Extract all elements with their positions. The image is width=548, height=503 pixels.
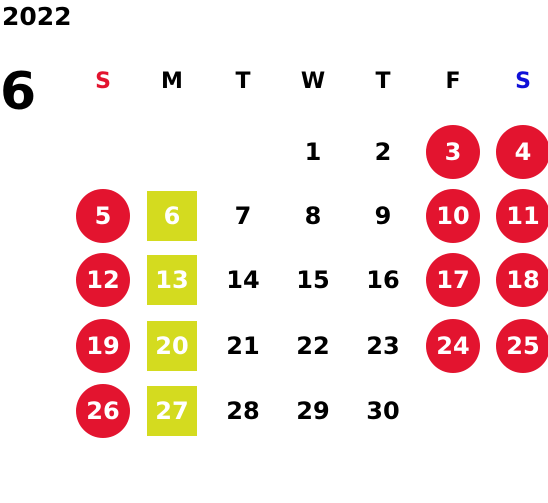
day-number: 19	[86, 332, 120, 360]
highlight-square-marker	[147, 191, 197, 241]
day-cell[interactable]: 18	[496, 253, 548, 307]
day-number: 8	[304, 202, 322, 230]
day-number: 2	[374, 138, 392, 166]
day-cell[interactable]: 11	[496, 189, 548, 243]
holiday-circle-marker	[496, 253, 548, 307]
highlight-square-marker	[147, 321, 197, 371]
highlight-square-marker	[147, 386, 197, 436]
day-cell[interactable]: 20	[145, 319, 199, 373]
day-number: 14	[226, 266, 260, 294]
day-number: 4	[514, 138, 532, 166]
day-cell[interactable]: 17	[426, 253, 480, 307]
weekday-header: M	[161, 69, 183, 94]
day-cell[interactable]: 24	[426, 319, 480, 373]
day-number: 9	[374, 202, 392, 230]
year-label: 2022	[2, 2, 72, 31]
day-cell[interactable]: 25	[496, 319, 548, 373]
day-cell[interactable]: 8	[286, 189, 340, 243]
weekday-header: T	[375, 69, 391, 94]
day-cell[interactable]: 1	[286, 125, 340, 179]
weekday-header: F	[445, 69, 461, 94]
day-cell[interactable]: 6	[145, 189, 199, 243]
day-cell[interactable]: 10	[426, 189, 480, 243]
day-cell[interactable]: 7	[216, 189, 270, 243]
day-cell[interactable]: 2	[356, 125, 410, 179]
day-number: 3	[444, 138, 462, 166]
day-number: 1	[304, 138, 322, 166]
day-cell[interactable]: 27	[145, 384, 199, 438]
day-number: 17	[436, 266, 470, 294]
holiday-circle-marker	[76, 189, 130, 243]
weekday-header: S	[515, 69, 531, 94]
holiday-circle-marker	[76, 319, 130, 373]
day-cell[interactable]: 15	[286, 253, 340, 307]
holiday-circle-marker	[496, 125, 548, 179]
day-number: 21	[226, 332, 260, 360]
highlight-square-marker	[147, 255, 197, 305]
weekday-header: W	[300, 69, 326, 94]
holiday-circle-marker	[496, 189, 548, 243]
holiday-circle-marker	[76, 253, 130, 307]
day-number: 15	[296, 266, 330, 294]
day-cell[interactable]: 29	[286, 384, 340, 438]
holiday-circle-marker	[426, 189, 480, 243]
day-number: 12	[86, 266, 120, 294]
day-number: 10	[436, 202, 470, 230]
day-cell[interactable]: 23	[356, 319, 410, 373]
month-number: 6	[0, 62, 37, 122]
day-cell[interactable]: 5	[76, 189, 130, 243]
holiday-circle-marker	[426, 125, 480, 179]
holiday-circle-marker	[426, 319, 480, 373]
day-number: 24	[436, 332, 470, 360]
day-cell[interactable]: 16	[356, 253, 410, 307]
day-number: 16	[366, 266, 400, 294]
day-number: 30	[366, 397, 400, 425]
day-number: 6	[163, 202, 181, 230]
day-number: 13	[155, 266, 189, 294]
day-cell[interactable]: 22	[286, 319, 340, 373]
day-cell[interactable]: 19	[76, 319, 130, 373]
day-cell[interactable]: 14	[216, 253, 270, 307]
day-number: 20	[155, 332, 189, 360]
day-number: 22	[296, 332, 330, 360]
day-number: 18	[506, 266, 540, 294]
day-cell[interactable]: 30	[356, 384, 410, 438]
day-cell[interactable]: 28	[216, 384, 270, 438]
day-number: 7	[234, 202, 252, 230]
day-cell[interactable]: 9	[356, 189, 410, 243]
day-number: 27	[155, 397, 189, 425]
day-cell[interactable]: 3	[426, 125, 480, 179]
day-cell[interactable]: 4	[496, 125, 548, 179]
day-number: 28	[226, 397, 260, 425]
day-cell[interactable]: 13	[145, 253, 199, 307]
day-cell[interactable]: 26	[76, 384, 130, 438]
day-number: 25	[506, 332, 540, 360]
day-cell[interactable]: 21	[216, 319, 270, 373]
day-number: 26	[86, 397, 120, 425]
day-cell[interactable]: 12	[76, 253, 130, 307]
weekday-header: T	[235, 69, 251, 94]
holiday-circle-marker	[426, 253, 480, 307]
day-number: 23	[366, 332, 400, 360]
holiday-circle-marker	[76, 384, 130, 438]
holiday-circle-marker	[496, 319, 548, 373]
weekday-header: S	[95, 69, 111, 94]
day-number: 11	[506, 202, 540, 230]
day-number: 29	[296, 397, 330, 425]
day-number: 5	[94, 202, 112, 230]
